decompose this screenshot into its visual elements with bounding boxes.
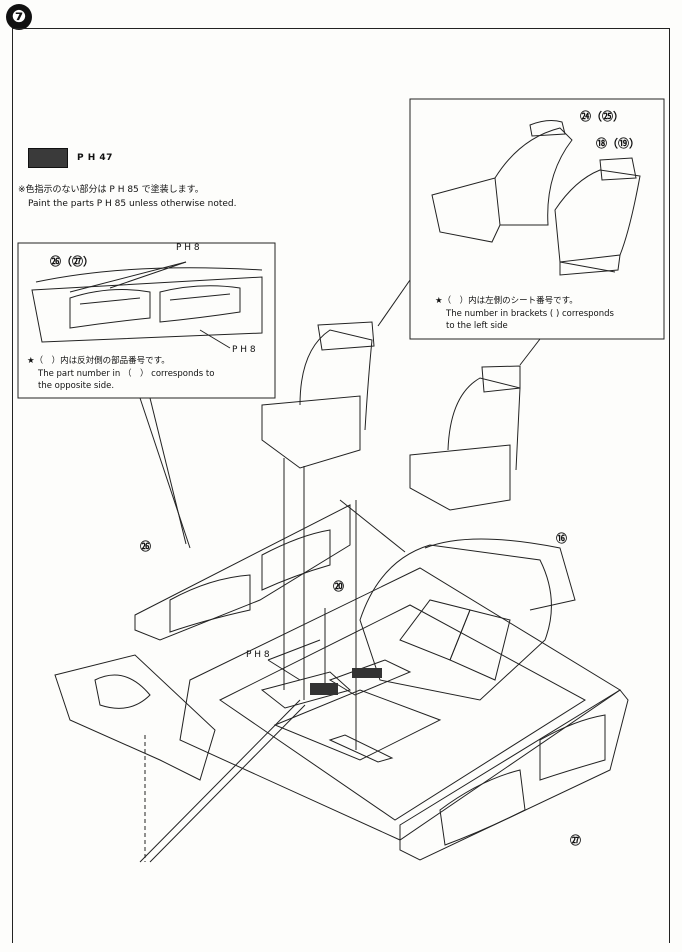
part-16-label: ⑯ — [556, 532, 567, 545]
inset-door-note-english-1: The part number in （ ） corresponds to — [38, 369, 215, 379]
part-27-label: ㉗ — [570, 834, 581, 847]
door-inset-box — [18, 243, 275, 398]
inset-seat-note-english-2: to the left side — [446, 321, 508, 331]
console-detail — [310, 683, 338, 695]
inset-door-part-label: ㉖（㉗） — [50, 255, 94, 268]
part-20-label: ⑳ — [333, 580, 344, 593]
inset-door-paint-bottom: P H 8 — [232, 345, 256, 355]
inset-door-note-english-2: the opposite side. — [38, 381, 115, 391]
paint-code-label: P H 47 — [77, 153, 113, 163]
part-26-label: ㉖ — [140, 540, 151, 553]
inset-door-note-japanese: ★（ ）内は反対側の部品番号です。 — [27, 356, 170, 366]
console-armrest — [352, 668, 382, 678]
color-legend: P H 47 — [28, 148, 113, 168]
seat-inset-box — [410, 99, 664, 339]
inset-seat-note-japanese: ★（ ）内は左側のシート番号です。 — [435, 296, 578, 306]
paint-note-japanese: ※色指示のない部分は P H 85 で塗装します。 — [18, 185, 204, 195]
inset-rear-seat-label: ㉔（㉕） — [580, 110, 624, 123]
console-paint-label: P H 8 — [246, 650, 270, 660]
paint-swatch — [28, 148, 68, 168]
step-number-badge: ❼ — [6, 4, 32, 30]
paint-note-english: Paint the parts P H 85 unless otherwise … — [28, 199, 237, 209]
inset-door-paint-top: P H 8 — [176, 243, 200, 253]
inset-front-seat-label: ⑱（⑲） — [596, 137, 640, 150]
inset-seat-note-english-1: The number in brackets ( ) corresponds — [446, 309, 614, 319]
page-frame — [12, 28, 670, 943]
